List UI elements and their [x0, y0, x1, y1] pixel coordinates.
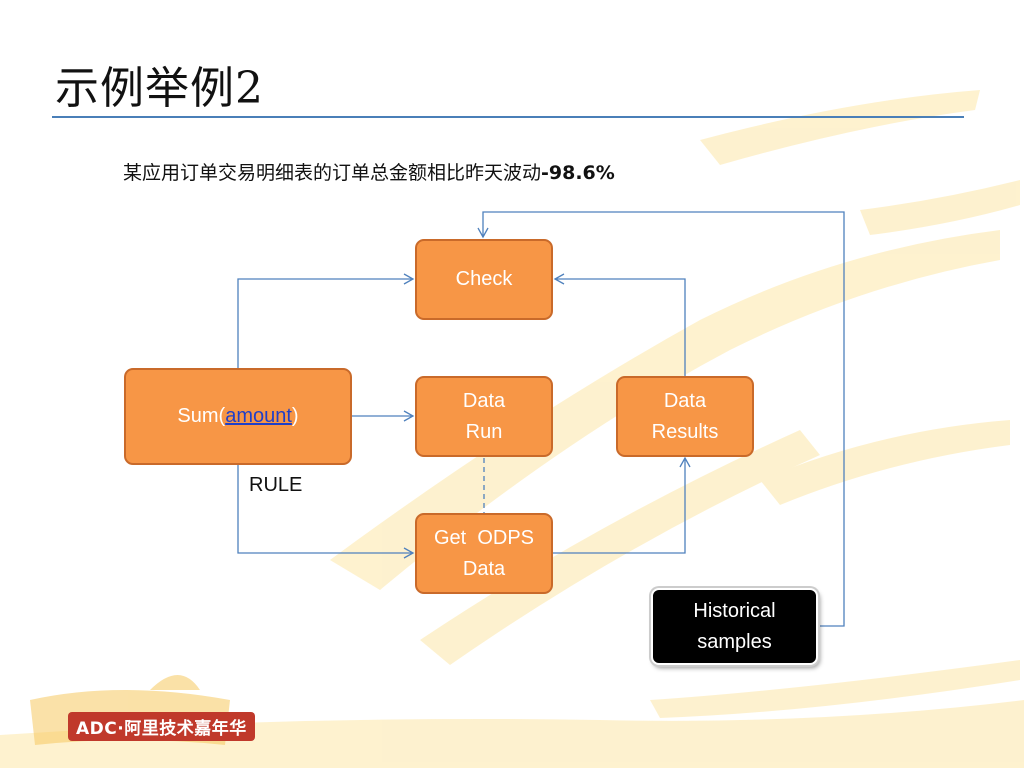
- subtitle-value: -98.6%: [541, 162, 615, 184]
- node-historical-label: Historical samples: [693, 599, 776, 653]
- node-check: Check: [415, 239, 553, 320]
- title-underline: [52, 116, 964, 118]
- connector-getodps-to-results: [553, 456, 691, 554]
- connector-sum-to-check: [237, 273, 415, 368]
- node-sum-amount: Sum(amount): [124, 368, 352, 465]
- node-data-results-label: Data Results: [651, 389, 719, 443]
- node-historical-samples: Historical samples: [651, 588, 818, 665]
- connector-sum-to-getodps: [237, 465, 415, 559]
- node-check-label: Check: [455, 268, 513, 290]
- node-get-odps-label: Get ODPS Data: [433, 526, 535, 580]
- slide-subtitle: 某应用订单交易明细表的订单总金额相比昨天波动-98.6%: [123, 158, 615, 185]
- sum-prefix: Sum(: [177, 405, 226, 427]
- connector-results-to-check: [553, 273, 686, 376]
- subtitle-text: 某应用订单交易明细表的订单总金额相比昨天波动: [123, 162, 542, 184]
- node-sum-label: Sum(amount): [177, 401, 298, 432]
- node-data-run: Data Run: [415, 376, 553, 457]
- adc-logo: ADC·阿里技术嘉年华: [68, 712, 255, 741]
- amount-link[interactable]: amount: [225, 405, 292, 427]
- sum-suffix: ): [291, 405, 299, 427]
- slide-title: 示例举例2: [55, 63, 264, 114]
- node-data-run-label: Data Run: [462, 389, 506, 443]
- connector-historical-to-check: [477, 211, 845, 627]
- node-get-odps-data: Get ODPS Data: [415, 513, 553, 594]
- node-data-results: Data Results: [616, 376, 754, 457]
- rule-label: RULE: [249, 474, 303, 496]
